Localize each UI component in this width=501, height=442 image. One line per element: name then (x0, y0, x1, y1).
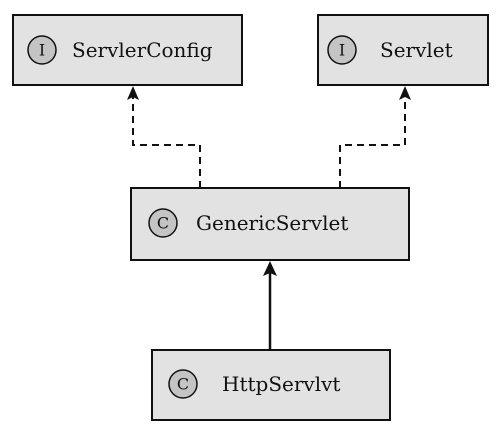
edge-genericservlet-to-servlerconfig (127, 86, 201, 188)
node-badge-letter: I (339, 41, 345, 60)
node-label: ServlerConfig (72, 38, 213, 62)
dashed-connector (339, 97, 406, 188)
edge-httpservlvt-to-genericservlet (263, 261, 277, 350)
node-servlet: I Servlet (317, 14, 489, 86)
node-genericservlet: C GenericServlet (130, 187, 410, 261)
arrowhead-icon (127, 86, 139, 100)
interface-badge-icon (27, 35, 57, 65)
node-servlerconfig: I ServlerConfig (12, 14, 243, 86)
node-httpservlvt: C HttpServlvt (151, 349, 391, 421)
node-label: GenericServlet (196, 211, 348, 235)
node-badge-letter: C (157, 214, 169, 233)
arrowhead-icon (399, 86, 411, 100)
node-box (317, 14, 489, 86)
class-badge-icon (148, 208, 178, 238)
node-badge-letter: I (39, 41, 45, 60)
dashed-connector (132, 97, 201, 188)
arrowhead-icon (263, 261, 277, 276)
interface-badge-icon (327, 35, 357, 65)
class-badge-icon (168, 369, 198, 399)
node-label: HttpServlvt (222, 372, 340, 396)
node-badge-letter: C (177, 375, 189, 394)
node-label: Servlet (380, 38, 453, 62)
edge-genericservlet-to-servlet (339, 86, 411, 188)
